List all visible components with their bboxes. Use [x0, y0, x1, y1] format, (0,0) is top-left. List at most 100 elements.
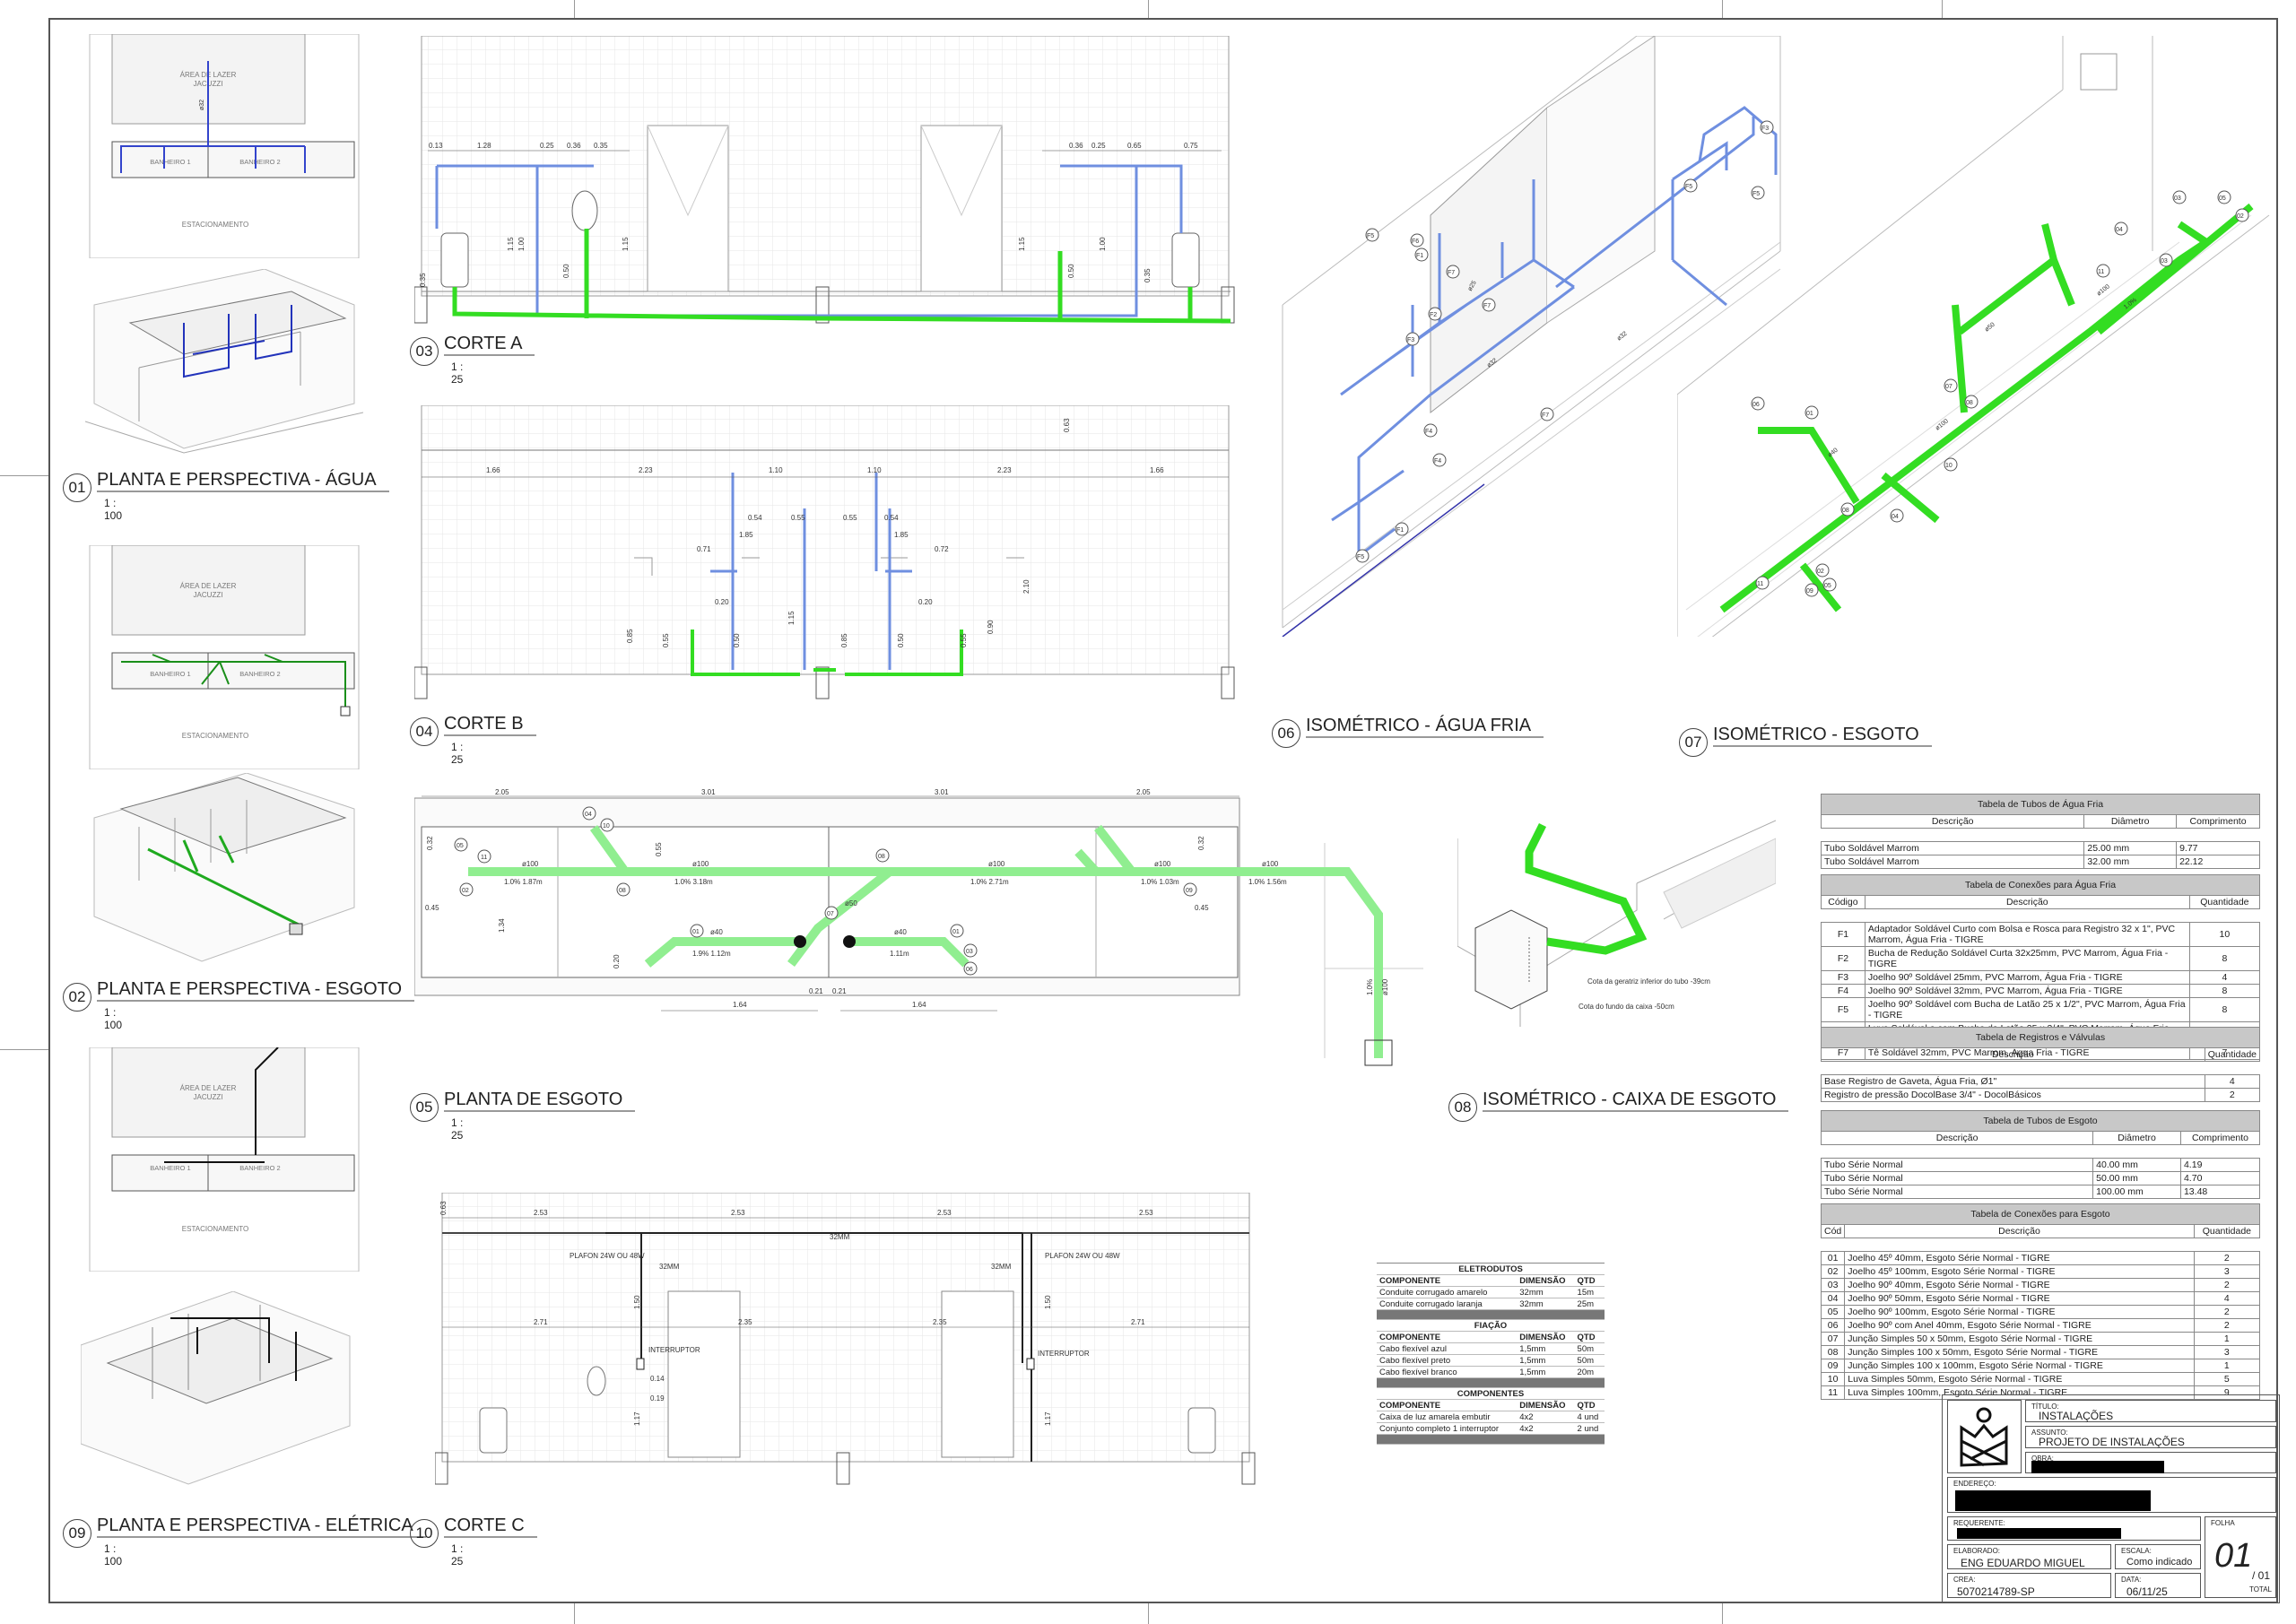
inspection-box: [340, 706, 351, 716]
fitting-tag: F3: [1407, 337, 1414, 343]
dim: 1.85: [739, 531, 753, 539]
column-header: Descrição: [1820, 1131, 2094, 1145]
sheet-border: [48, 18, 2278, 1603]
pipe-label: ø100: [1935, 418, 1950, 431]
label-jacuzzi: JACUZZI: [194, 1093, 223, 1101]
fitting-tag: 01: [952, 929, 960, 935]
view-scale: 1 : 25: [451, 741, 464, 766]
table-cell: Conjunto completo 1 interruptor: [1377, 1422, 1518, 1435]
section-divider: [1377, 1377, 1605, 1388]
fitting-tag: F1: [1416, 253, 1423, 259]
column-header: Comprimento: [2176, 814, 2260, 829]
fitting-tag: 02: [462, 888, 469, 894]
table-cell: 1: [2193, 1359, 2261, 1373]
sewer-pipe: [468, 824, 1383, 1058]
table-cell: Junção Simples 100 x 100mm, Esgoto Série…: [1844, 1359, 2195, 1373]
switch-label: INTERRUPTOR: [1038, 1350, 1090, 1358]
dim: 2.53: [1139, 1209, 1153, 1217]
table-cell: Joelho 90º 40mm, Esgoto Série Normal - T…: [1844, 1278, 2195, 1292]
conduit-label: 32MM: [830, 1233, 850, 1241]
sewer-pipe: [1525, 822, 1648, 955]
fitting-tags: F5 F6 F1 F7 F2 F3 F4 F4 F7 F7 F5 F5 F3 F…: [1355, 120, 1774, 563]
column-header: QTD: [1574, 1331, 1605, 1343]
pipe-label: ø100: [1381, 978, 1389, 995]
dim: 1.00: [1099, 237, 1107, 251]
dim: 0.35: [419, 273, 427, 287]
table-cell: 10: [2188, 922, 2261, 947]
section-title: ELETRODUTOS: [1377, 1263, 1605, 1275]
dim: 0.13: [429, 142, 443, 150]
electric-conduit: [605, 1232, 1032, 1462]
slope-label: 1.0% 1.56m: [1248, 878, 1287, 886]
dim: 0.55: [843, 514, 857, 522]
view-scale: 1 : 100: [104, 1006, 123, 1031]
pipe-label: ø100: [1154, 860, 1171, 868]
sheet-number: 01: [2214, 1537, 2253, 1575]
field-label: ESCALA:: [2121, 1547, 2152, 1555]
view-title: ISOMÉTRICO - ÁGUA FRIA: [1306, 716, 1544, 738]
table-cell: 50m: [1574, 1342, 1605, 1355]
water-pipe-3d: [183, 305, 292, 378]
sewer-pipe: [452, 229, 1231, 324]
table-row: Base Registro de Gaveta, Água Fria, Ø1"4: [1821, 1074, 2261, 1089]
field-data: DATA: 06/11/25: [2115, 1573, 2201, 1598]
dim: 0.50: [562, 264, 570, 278]
margin-tick: [1722, 0, 1723, 18]
pipe-label: ø40: [1827, 447, 1839, 459]
electric-conduit: [164, 1047, 279, 1163]
view-number: 07: [1679, 728, 1708, 757]
drain: [794, 935, 806, 948]
fixture-label: PLAFON 24W OU 48W: [570, 1252, 645, 1260]
table-cell: Joelho 45º 100mm, Esgoto Série Normal - …: [1844, 1264, 2195, 1279]
margin-tick: [574, 0, 575, 18]
dim: 0.20: [918, 598, 933, 606]
table-cell: Bucha de Redução Soldável Curta 32x25mm,…: [1864, 946, 2190, 971]
pipe-label: ø40: [710, 928, 723, 936]
dim: 0.50: [1067, 264, 1075, 278]
water-pipe: [1331, 106, 1778, 558]
label-lazer: ÁREA DE LAZER: [180, 582, 237, 590]
dim: 0.35: [1144, 268, 1152, 282]
plan-sewer: ÁREA DE LAZER JACUZZI BANHEIRO 1 BANHEIR…: [89, 545, 360, 769]
field-value: ENG EDUARDO MIGUEL: [1961, 1557, 2085, 1569]
label-banheiro-2: BANHEIRO 2: [239, 670, 280, 678]
view-number: 08: [1448, 1093, 1477, 1122]
margin-tick: [1942, 0, 1943, 18]
title-block: TÍTULO: INSTALAÇÕES ASSUNTO: PROJETO DE …: [1942, 1394, 2280, 1603]
field-endereco: ENDEREÇO:: [1947, 1477, 2276, 1513]
field-titulo: TÍTULO: INSTALAÇÕES: [2025, 1400, 2276, 1422]
fitting-tag: 03: [966, 949, 973, 955]
field-label: DATA:: [2121, 1576, 2142, 1584]
spacer: [1822, 1062, 2260, 1075]
column-header: Diâmetro: [2092, 1131, 2181, 1145]
slope-label: 1.0% 1.03m: [1141, 878, 1179, 886]
dim: 0.14: [650, 1375, 665, 1383]
table-cell: Luva Simples 100mm, Esgoto Série Normal …: [1844, 1385, 2195, 1400]
margin-tick: [0, 1049, 48, 1050]
dim: 0.36: [567, 142, 581, 150]
table-cell: 25m: [1574, 1298, 1605, 1310]
table-cell: F2: [1821, 946, 1866, 971]
fitting-tag: 04: [585, 812, 592, 818]
table-cell: Cabo flexível preto: [1377, 1354, 1518, 1367]
fitting-tag: F5: [1357, 554, 1364, 560]
dim: 2.35: [933, 1318, 947, 1326]
field-elaborado: ELABORADO: ENG EDUARDO MIGUEL: [1947, 1544, 2111, 1569]
column-header: COMPONENTE: [1377, 1331, 1518, 1343]
table-cell: Caixa de luz amarela embutir: [1377, 1411, 1518, 1423]
view-scale: 1 : 25: [451, 1542, 464, 1568]
dim: 0.25: [540, 142, 554, 150]
table-title: Tabela de Conexões para Esgoto: [1821, 1203, 2260, 1225]
dim: 0.85: [840, 633, 848, 647]
column-header: Quantidade: [2193, 1224, 2261, 1238]
table-cell: 15m: [1574, 1286, 1605, 1298]
sewer-pipe: [691, 630, 963, 676]
table-cell: 10: [1820, 1372, 1846, 1386]
table-cell: Adaptador Soldável Curto com Bolsa e Ros…: [1864, 922, 2190, 947]
dim: 1.10: [769, 466, 783, 474]
dim: 0.75: [1184, 142, 1198, 150]
